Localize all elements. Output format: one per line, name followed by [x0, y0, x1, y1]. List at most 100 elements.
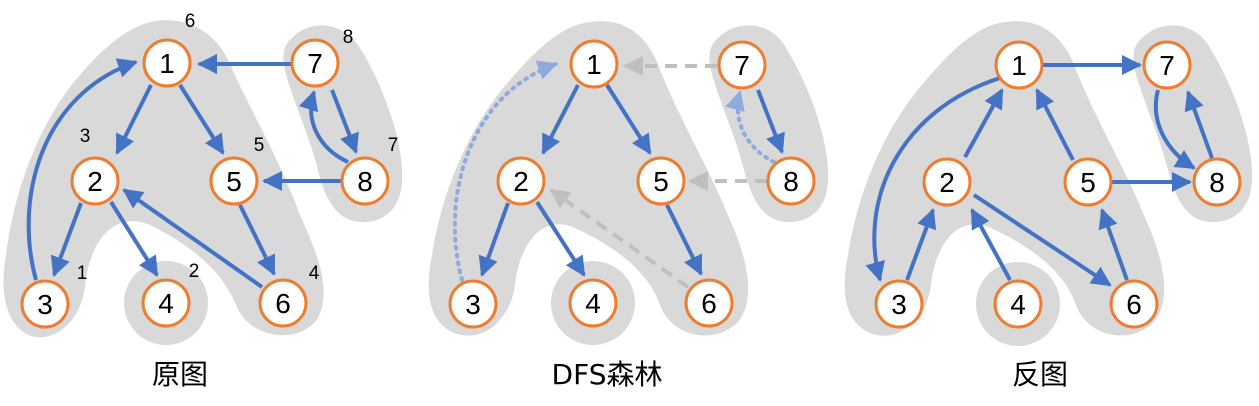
- node-8: 8: [340, 156, 390, 206]
- svg-text:6: 6: [275, 288, 291, 319]
- order-label-8: 7: [388, 135, 399, 156]
- node-2: 2: [70, 156, 120, 206]
- edge-7-8: [1153, 89, 1196, 170]
- region-scc-main-reversed: [844, 21, 1165, 336]
- edge-5-6: [238, 204, 276, 276]
- edge-2-6: [972, 193, 1112, 287]
- node-3: 3: [20, 279, 70, 329]
- tree-edge-7-8: [756, 89, 785, 154]
- node-7: 7: [290, 38, 340, 88]
- node-6: 6: [258, 278, 308, 328]
- order-label-6: 4: [309, 263, 320, 284]
- panel-original: 1 2 3 4 5 6 7 8 6 3 1 2 5 4 8 7 原图: [3, 11, 403, 391]
- svg-text:6: 6: [1126, 289, 1142, 320]
- svg-text:2: 2: [513, 166, 529, 197]
- node-1: 1: [142, 38, 192, 88]
- tree-edge-1-5: [605, 83, 652, 155]
- edge-1-2: [115, 84, 153, 155]
- edges-original: [26, 54, 359, 289]
- node-8: 8: [766, 156, 816, 206]
- edge-6-2: [122, 188, 264, 289]
- node-1: 1: [994, 40, 1044, 90]
- node-5: 5: [209, 156, 259, 206]
- edge-7-8: [330, 89, 359, 154]
- tree-edge-2-4: [535, 200, 586, 277]
- node-8: 8: [1192, 157, 1242, 207]
- svg-text:3: 3: [37, 289, 53, 320]
- edge-2-4: [109, 200, 159, 277]
- edge-1-3: [865, 76, 1001, 282]
- tree-edge-1-2: [541, 84, 580, 155]
- order-label-3: 1: [77, 263, 88, 284]
- edge-1-5: [178, 83, 225, 155]
- edge-8-7: [1184, 90, 1214, 159]
- node-5: 5: [1063, 157, 1113, 207]
- caption-original: 原图: [152, 358, 208, 391]
- node-4: 4: [993, 279, 1043, 329]
- svg-text:5: 5: [226, 166, 242, 197]
- node-3: 3: [874, 279, 924, 329]
- tree-edge-5-6: [665, 204, 703, 276]
- svg-text:5: 5: [1080, 167, 1096, 198]
- finish-order-labels: 6 3 1 2 5 4 8 7: [77, 11, 399, 284]
- svg-text:8: 8: [357, 166, 373, 197]
- caption-dfs-forest: DFS森林: [552, 358, 663, 391]
- cross-edge-6-2: [549, 188, 690, 289]
- order-label-4: 2: [189, 261, 200, 282]
- svg-text:7: 7: [734, 50, 750, 81]
- svg-text:3: 3: [465, 289, 481, 320]
- svg-text:1: 1: [1011, 50, 1027, 81]
- order-label-5: 5: [254, 135, 265, 156]
- node-7: 7: [1142, 40, 1192, 90]
- node-5: 5: [636, 156, 686, 206]
- svg-text:4: 4: [158, 288, 174, 319]
- edge-3-2: [905, 208, 937, 281]
- edge-5-1: [1035, 88, 1075, 161]
- svg-text:2: 2: [939, 167, 955, 198]
- svg-text:1: 1: [159, 48, 175, 79]
- edge-3-1: [26, 58, 138, 281]
- svg-text:5: 5: [653, 166, 669, 197]
- nodes-original: 1 2 3 4 5 6 7 8: [20, 38, 390, 329]
- panel-dfs-forest: 1 2 3 4 5 6 7 8 DFS森林: [428, 21, 829, 391]
- edge-2-3: [50, 202, 83, 277]
- node-6: 6: [684, 278, 734, 328]
- edges-reversed: [865, 55, 1214, 287]
- node-7: 7: [717, 40, 767, 90]
- svg-text:2: 2: [87, 166, 103, 197]
- node-2: 2: [922, 157, 972, 207]
- svg-text:8: 8: [1209, 167, 1225, 198]
- back-edge-8-7: [725, 90, 776, 164]
- svg-text:7: 7: [1159, 50, 1175, 81]
- svg-text:8: 8: [783, 166, 799, 197]
- svg-text:1: 1: [586, 49, 602, 80]
- order-label-2: 3: [80, 126, 91, 147]
- edges-dfs-forest: [452, 56, 785, 289]
- order-label-1: 6: [185, 11, 196, 32]
- svg-text:6: 6: [701, 288, 717, 319]
- node-1: 1: [569, 39, 619, 89]
- svg-text:4: 4: [585, 288, 601, 319]
- caption-reversed: 反图: [1012, 358, 1068, 391]
- svg-text:7: 7: [307, 48, 323, 79]
- node-4: 4: [141, 278, 191, 328]
- edge-6-5: [1098, 208, 1129, 281]
- svg-text:4: 4: [1010, 289, 1026, 320]
- node-2: 2: [496, 156, 546, 206]
- svg-text:3: 3: [891, 289, 907, 320]
- node-4: 4: [568, 278, 618, 328]
- tree-edge-2-3: [478, 202, 510, 277]
- panel-reversed: 1 2 3 4 5 6 7 8 反图: [844, 21, 1253, 391]
- nodes-dfs-forest: 1 2 3 4 5 6 7 8: [448, 39, 816, 329]
- region-scc-main: [3, 20, 324, 338]
- edge-8-7: [298, 90, 349, 164]
- node-3: 3: [448, 279, 498, 329]
- node-6: 6: [1109, 279, 1159, 329]
- edge-4-2: [970, 208, 1012, 281]
- back-edge-3-1: [452, 60, 558, 282]
- region-tree-main: [428, 21, 749, 336]
- order-label-7: 8: [343, 27, 354, 48]
- edge-2-1: [963, 88, 1004, 158]
- nodes-reversed: 1 2 3 4 5 6 7 8: [874, 40, 1242, 329]
